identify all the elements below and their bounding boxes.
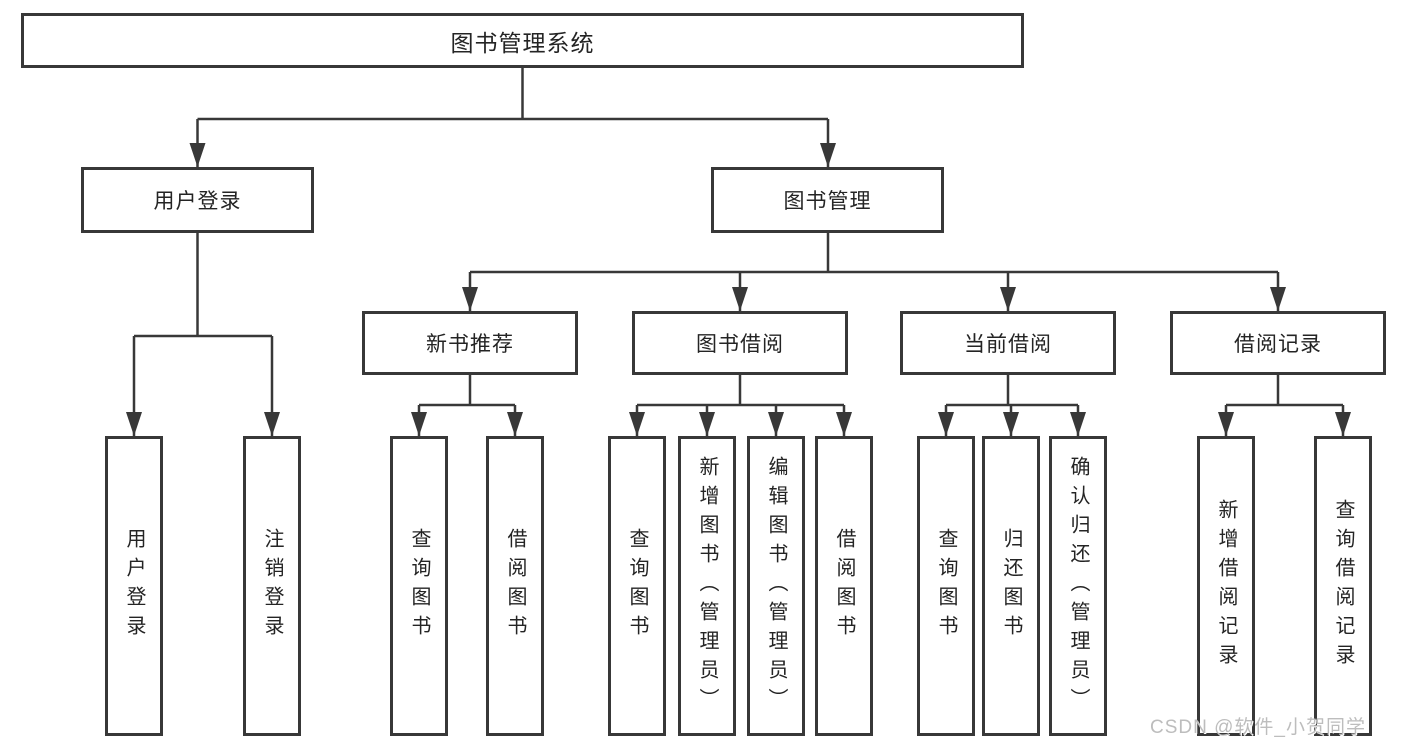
node-new-book-recommend: 新书推荐 bbox=[362, 311, 578, 375]
leaf-query-borrow-record-label: 查询借阅记录 bbox=[1332, 499, 1354, 673]
leaf-confirm-return-admin-label: 确认归还（管理员） bbox=[1067, 455, 1089, 717]
node-root-label: 图书管理系统 bbox=[450, 29, 595, 56]
leaf-borrow-book-recommend: 借阅图书 bbox=[486, 436, 544, 736]
leaf-edit-book-admin: 编辑图书（管理员） bbox=[747, 436, 805, 736]
leaf-query-book-recommend: 查询图书 bbox=[390, 436, 448, 736]
node-current-borrow: 当前借阅 bbox=[900, 311, 1116, 375]
leaf-borrow-book-label: 借阅图书 bbox=[833, 528, 855, 644]
leaf-query-book-borrow-label: 查询图书 bbox=[626, 528, 648, 644]
leaf-borrow-book-recommend-label: 借阅图书 bbox=[504, 528, 526, 644]
leaf-logout: 注销登录 bbox=[243, 436, 301, 736]
leaf-user-login: 用户登录 bbox=[105, 436, 163, 736]
leaf-edit-book-admin-label: 编辑图书（管理员） bbox=[765, 455, 787, 717]
node-book-borrow: 图书借阅 bbox=[632, 311, 848, 375]
leaf-borrow-book: 借阅图书 bbox=[815, 436, 873, 736]
leaf-return-book: 归还图书 bbox=[982, 436, 1040, 736]
node-new-book-recommend-label: 新书推荐 bbox=[426, 333, 514, 356]
node-current-borrow-label: 当前借阅 bbox=[964, 333, 1052, 356]
leaf-query-book-recommend-label: 查询图书 bbox=[408, 528, 430, 644]
node-book-borrow-label: 图书借阅 bbox=[696, 333, 784, 356]
leaf-add-book-admin: 新增图书（管理员） bbox=[678, 436, 736, 736]
leaf-user-login-label: 用户登录 bbox=[123, 528, 145, 644]
node-user-login: 用户登录 bbox=[81, 167, 314, 233]
node-user-login-label: 用户登录 bbox=[153, 190, 242, 213]
node-book-management: 图书管理 bbox=[711, 167, 944, 233]
leaf-add-book-admin-label: 新增图书（管理员） bbox=[696, 455, 718, 717]
node-root: 图书管理系统 bbox=[21, 13, 1024, 68]
leaf-add-borrow-record-label: 新增借阅记录 bbox=[1215, 499, 1237, 673]
leaf-add-borrow-record: 新增借阅记录 bbox=[1197, 436, 1255, 736]
leaf-return-book-label: 归还图书 bbox=[1000, 528, 1022, 644]
leaf-query-book-current: 查询图书 bbox=[917, 436, 975, 736]
leaf-query-borrow-record: 查询借阅记录 bbox=[1314, 436, 1372, 736]
node-borrow-records-label: 借阅记录 bbox=[1234, 333, 1322, 356]
leaf-query-book-borrow: 查询图书 bbox=[608, 436, 666, 736]
node-borrow-records: 借阅记录 bbox=[1170, 311, 1386, 375]
node-book-management-label: 图书管理 bbox=[783, 190, 872, 213]
leaf-query-book-current-label: 查询图书 bbox=[935, 528, 957, 644]
leaf-logout-label: 注销登录 bbox=[261, 528, 283, 644]
leaf-confirm-return-admin: 确认归还（管理员） bbox=[1049, 436, 1107, 736]
csdn-watermark: CSDN @软件_小贺同学 bbox=[1150, 717, 1366, 738]
